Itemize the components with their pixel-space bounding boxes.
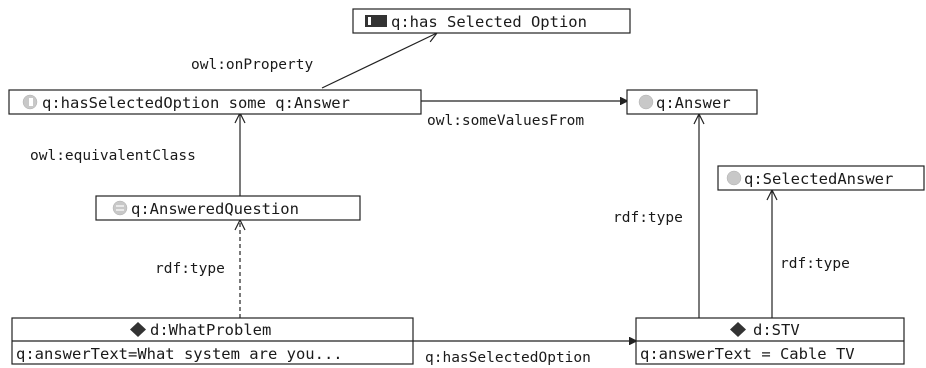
- individual-icon: [730, 322, 746, 337]
- edge-label-rdf-type-answer: rdf:type: [613, 210, 683, 226]
- node-restriction-class[interactable]: q:hasSelectedOption some q:Answer: [8, 89, 422, 115]
- class-icon: [638, 94, 654, 110]
- node-answer-class[interactable]: q:Answer: [626, 89, 758, 115]
- edge-label-rdf-type-left: rdf:type: [155, 261, 225, 277]
- edge-rdf-type-selected: rdf:type: [772, 190, 850, 318]
- edge-label-some-values-from: owl:someValuesFrom: [427, 113, 584, 129]
- edge-rdf-type-answer: rdf:type: [613, 114, 699, 318]
- object-property-icon: [365, 15, 387, 27]
- node-what-problem-individual[interactable]: d:WhatProblem q:answerText=What system a…: [11, 317, 414, 365]
- edge-some-values-from: owl:someValuesFrom: [421, 101, 627, 129]
- node-label: q:SelectedAnswer: [744, 170, 893, 188]
- node-selected-answer-class[interactable]: q:SelectedAnswer: [717, 165, 925, 191]
- equivalent-class-icon: [112, 200, 128, 216]
- individual-icon: [130, 322, 146, 337]
- class-icon: [726, 170, 742, 186]
- node-label: q:Answer: [656, 94, 731, 112]
- node-attribute: q:answerText = Cable TV: [640, 345, 855, 363]
- node-label: q:hasSelectedOption some q:Answer: [42, 94, 350, 112]
- edge-on-property: owl:onProperty: [191, 33, 437, 89]
- edge-label-on-property: owl:onProperty: [191, 57, 313, 73]
- edge-label-has-selected-option: q:hasSelectedOption: [425, 350, 591, 366]
- node-label: q:AnsweredQuestion: [131, 200, 299, 218]
- node-answered-question-class[interactable]: q:AnsweredQuestion: [95, 195, 361, 221]
- edge-rdf-type-left: rdf:type: [155, 220, 240, 318]
- node-has-selected-option-property[interactable]: q:has Selected Option: [352, 8, 631, 34]
- edge-label-rdf-type-selected: rdf:type: [780, 256, 850, 272]
- edge-has-selected-option: q:hasSelectedOption: [413, 341, 636, 366]
- node-stv-individual[interactable]: d:STV q:answerText = Cable TV: [635, 317, 905, 365]
- node-label: d:WhatProblem: [150, 321, 271, 339]
- restriction-class-icon: [22, 94, 38, 110]
- node-attribute: q:answerText=What system are you...: [16, 345, 343, 363]
- node-label: d:STV: [753, 321, 800, 339]
- edge-equivalent-class: owl:equivalentClass: [30, 113, 240, 196]
- node-label: q:has Selected Option: [391, 13, 587, 31]
- edge-label-equivalent-class: owl:equivalentClass: [30, 148, 196, 164]
